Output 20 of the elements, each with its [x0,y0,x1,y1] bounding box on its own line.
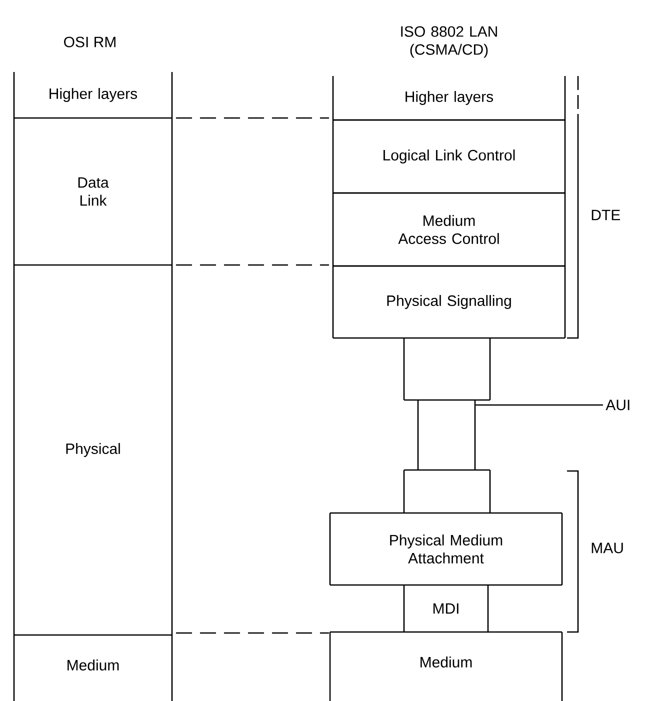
layer-box: Physical [13,264,173,636]
layer-box: Higher layers [332,75,566,121]
bracket-label: DTE [592,210,620,220]
layer-box: Physical Medium Attachment [329,512,563,586]
layer-box: Logical Link Control [332,119,566,194]
layer-box: Medium [13,634,173,701]
interface-box: MDI [403,584,489,633]
side-label: AUI [606,400,630,410]
layer-box: Medium Access Control [332,192,566,267]
connector-box [403,469,491,514]
cable-box [417,399,476,471]
layer-box: Medium [329,631,563,701]
column-heading: ISO 8802 LAN (CSMA/CD) [401,26,497,58]
layer-box: Higher layers [13,71,173,119]
column-heading: OSI RM [64,36,116,48]
layer-box: Physical Signalling [332,265,566,339]
leader-line [476,404,603,406]
bracket-label: MAU [592,542,623,554]
connector-box [403,337,491,401]
layer-box: Data Link [13,117,173,266]
